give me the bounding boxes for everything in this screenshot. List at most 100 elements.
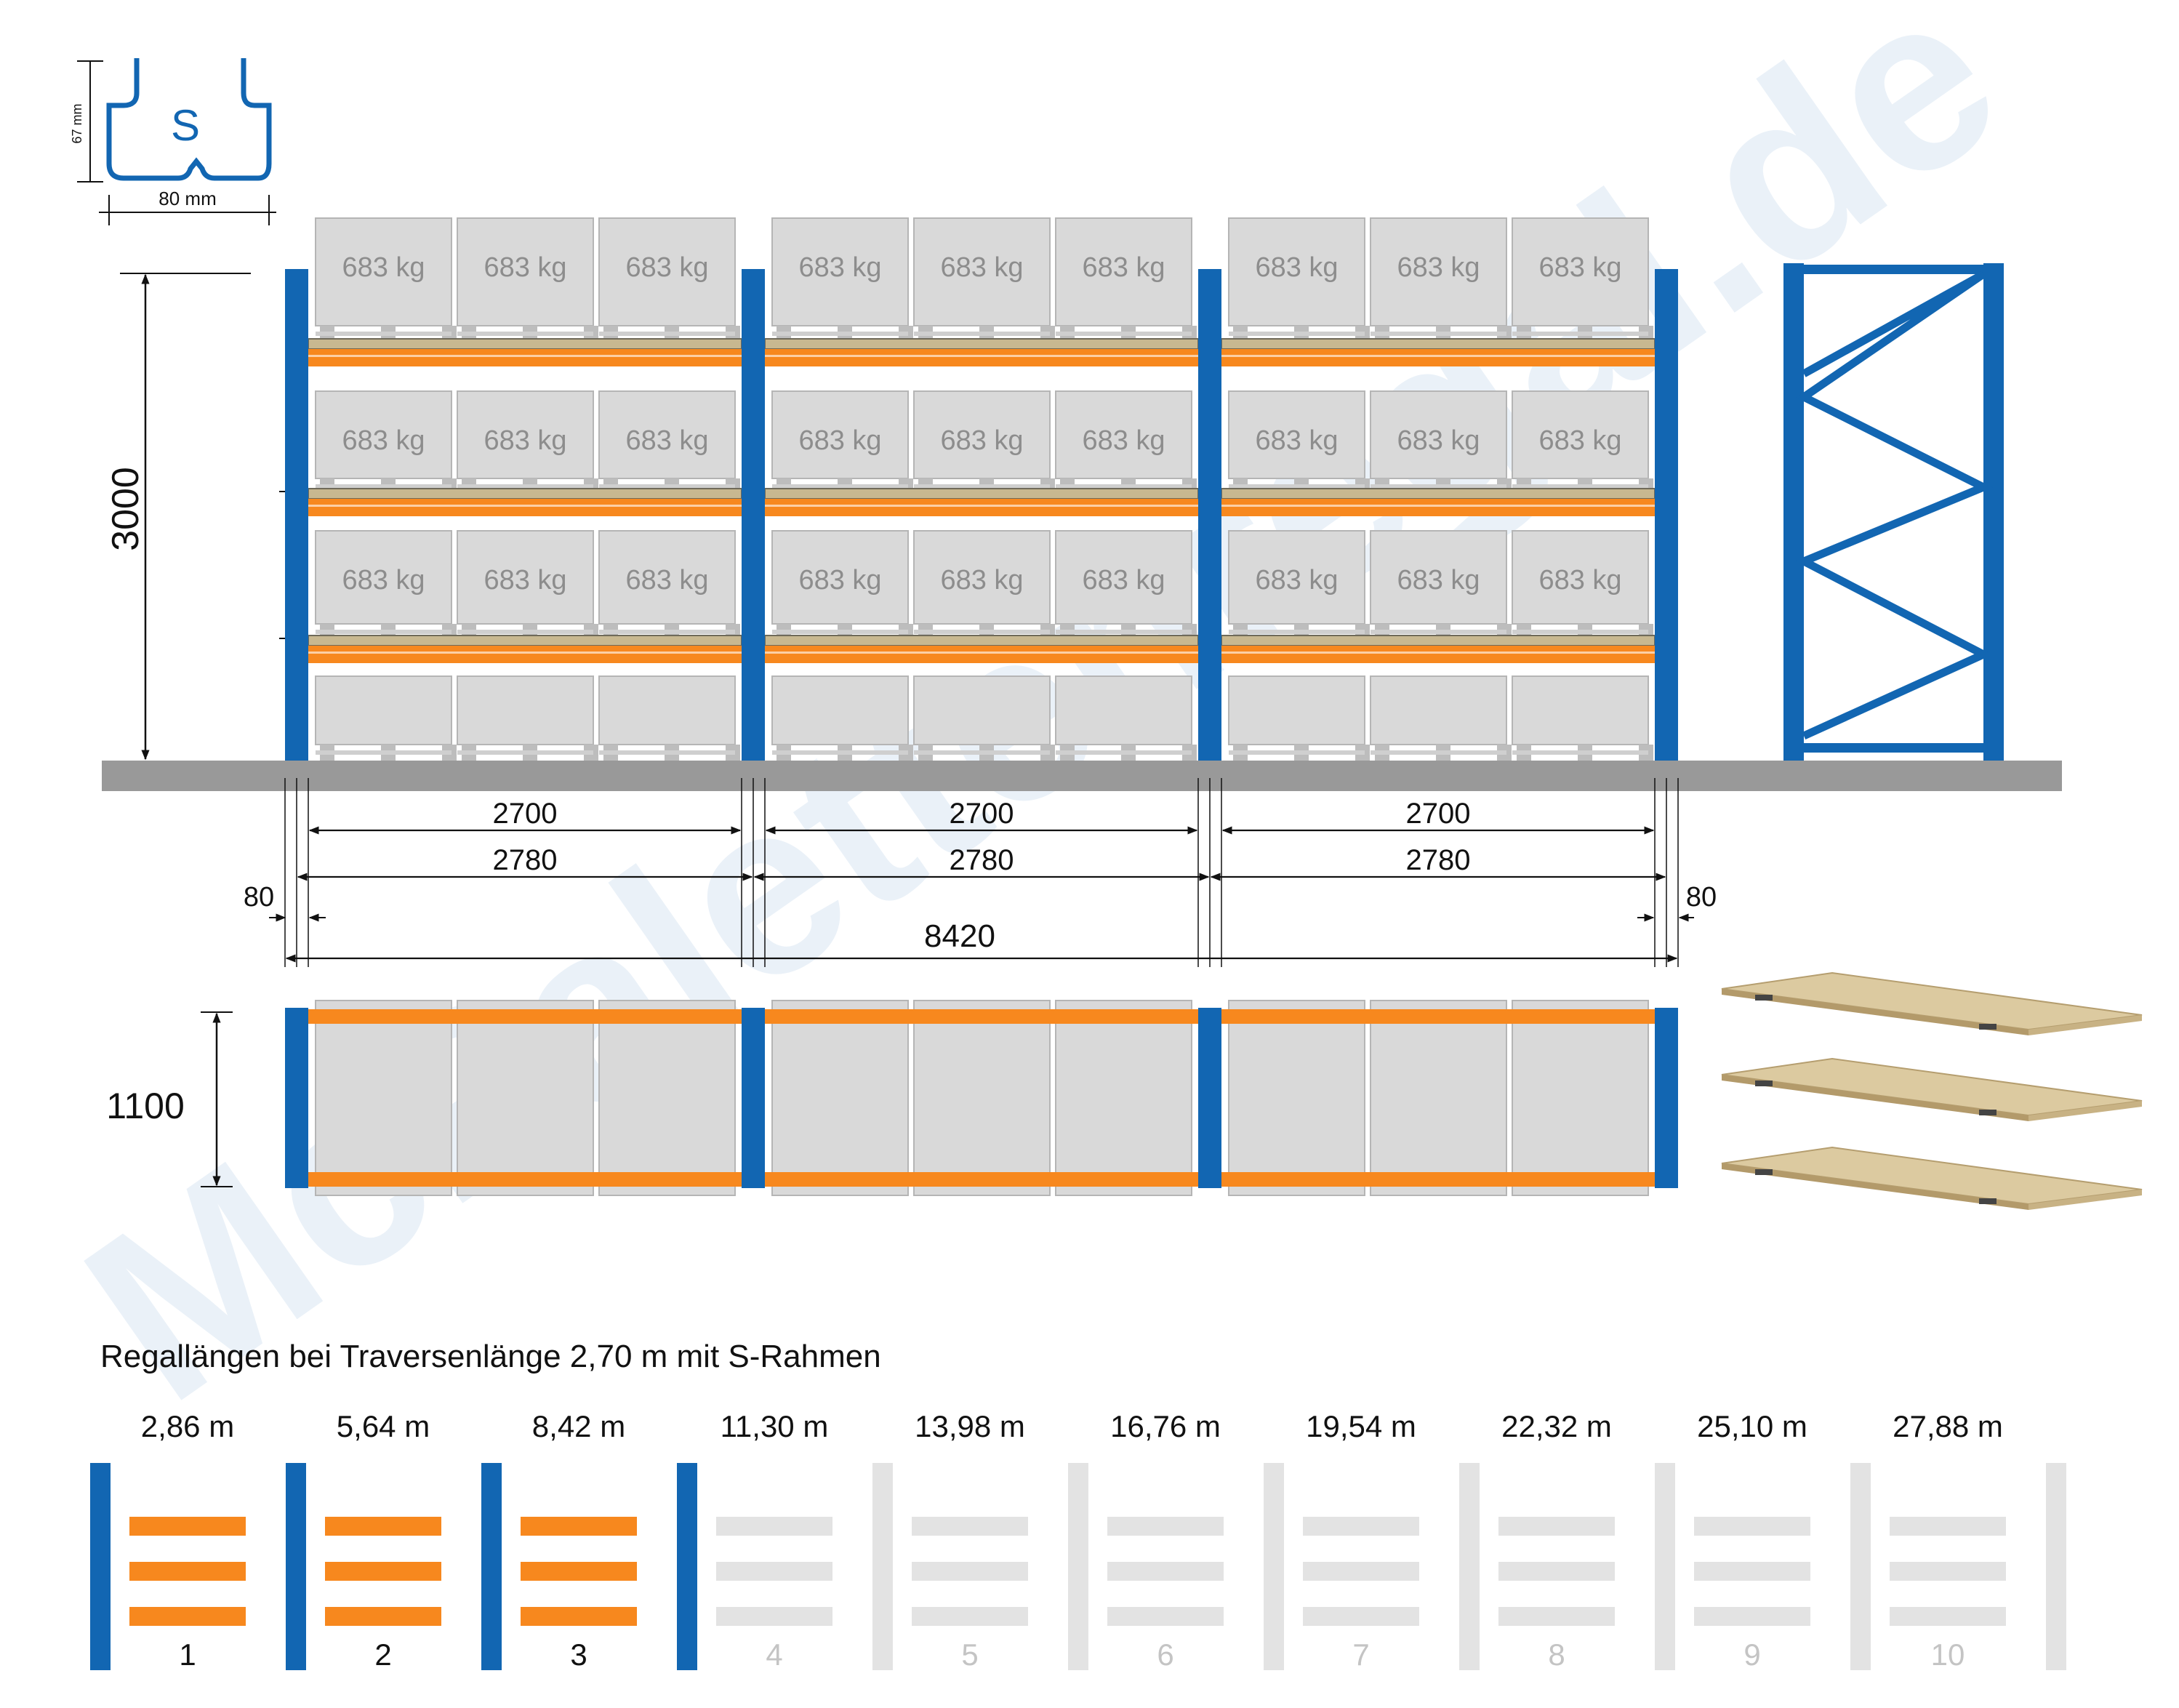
pallet-base <box>772 484 908 489</box>
load-label: 683 kg <box>798 252 881 283</box>
pallet-box <box>598 217 736 326</box>
length-beam <box>521 1517 637 1536</box>
shelf-deck <box>1221 338 1656 350</box>
length-upright-6 <box>1068 1463 1088 1670</box>
pallet-top <box>1512 1000 1649 1196</box>
shelf-deck <box>764 488 1199 500</box>
length-value-10: 27,88 m <box>1893 1409 2003 1443</box>
pallet-box <box>457 675 594 745</box>
pallet-base <box>1371 484 1506 489</box>
beam <box>308 349 742 366</box>
length-beam <box>129 1607 246 1626</box>
beam-highlight <box>765 355 1198 357</box>
length-number-1: 1 <box>179 1637 196 1672</box>
height-dimension: 3000 <box>105 273 251 761</box>
pallet-base <box>1371 332 1506 336</box>
beam <box>308 646 742 663</box>
upright-3 <box>1198 269 1221 761</box>
load-label: 683 kg <box>940 252 1023 283</box>
pallet-top <box>771 1000 909 1196</box>
length-beam <box>521 1562 637 1581</box>
pallet-box <box>913 530 1051 625</box>
beam-front <box>765 1009 1198 1024</box>
pallet-box <box>1055 675 1192 745</box>
load-label: 683 kg <box>342 252 425 283</box>
load-label: 683 kg <box>940 425 1023 456</box>
pallet-box <box>315 675 452 745</box>
length-upright-3 <box>481 1463 502 1670</box>
front-view: 683 kg 683 kg 683 kg 683 kg 683 kg 683 kg 683 … <box>279 217 1678 761</box>
load-label: 683 kg <box>342 425 425 456</box>
length-beam <box>912 1607 1028 1626</box>
board-clip <box>1979 1198 1997 1204</box>
pallet-base <box>457 630 593 634</box>
pallet-box <box>771 217 909 326</box>
load-label: 683 kg <box>342 565 425 596</box>
length-beam <box>1498 1607 1615 1626</box>
length-beam <box>325 1607 441 1626</box>
length-number-2: 2 <box>374 1637 391 1672</box>
pallet-base <box>599 332 735 336</box>
length-upright-end-active <box>677 1463 697 1670</box>
pallet-base <box>1229 332 1365 336</box>
board-clip <box>1755 1169 1773 1175</box>
pallet-base <box>914 332 1050 336</box>
length-upright-7 <box>1264 1463 1284 1670</box>
pallet-base <box>1056 750 1192 755</box>
board-edge <box>2028 1101 2142 1121</box>
length-beam <box>1107 1517 1224 1536</box>
load-label: 683 kg <box>1082 565 1165 596</box>
pallet-box <box>1228 675 1365 745</box>
pallet-top <box>1055 1000 1192 1196</box>
board-edge <box>2028 1190 2142 1210</box>
pallet-box <box>913 675 1051 745</box>
load-label: 683 kg <box>1538 425 1621 456</box>
length-beam <box>325 1562 441 1581</box>
length-upright-5 <box>872 1463 893 1670</box>
pallet-box <box>1512 390 1649 479</box>
pallet-base <box>316 484 452 489</box>
length-beam <box>716 1562 832 1581</box>
pallet-base <box>772 750 908 755</box>
pallet-base <box>772 332 908 336</box>
upright-top-3 <box>1198 1008 1221 1188</box>
pallet-base <box>457 484 593 489</box>
length-beam <box>325 1517 441 1536</box>
load-label: 683 kg <box>625 565 708 596</box>
pallet-box <box>771 675 909 745</box>
beam-highlight <box>1221 505 1655 507</box>
pallet-base <box>1056 484 1192 489</box>
length-upright-2 <box>286 1463 306 1670</box>
load-label: 683 kg <box>625 425 708 456</box>
pallet-base <box>1512 484 1648 489</box>
pallet-base <box>914 484 1050 489</box>
length-value-9: 25,10 m <box>1697 1409 1807 1443</box>
load-label: 683 kg <box>1397 565 1480 596</box>
pallet-base <box>1229 750 1365 755</box>
beam-front <box>1221 1009 1655 1024</box>
shelf-board <box>1721 971 2143 1035</box>
pallet-top <box>1370 1000 1507 1196</box>
beam-rear <box>765 1172 1198 1187</box>
length-number-7: 7 <box>1352 1637 1369 1672</box>
pallet-base <box>772 630 908 634</box>
pallet-box <box>1370 390 1507 479</box>
pallet-base <box>914 630 1050 634</box>
beam-highlight <box>1221 651 1655 654</box>
length-number-6: 6 <box>1157 1637 1173 1672</box>
beam-highlight <box>308 355 742 357</box>
length-beam <box>1694 1562 1810 1581</box>
profile-width-label: 80 mm <box>158 188 216 209</box>
shelf-boards <box>1721 971 2143 1210</box>
pallet-box <box>913 390 1051 479</box>
floor <box>102 761 2062 791</box>
pallet-box <box>598 675 736 745</box>
bay-length-label: 2780 <box>950 844 1014 876</box>
upright-width-left: 80 <box>244 882 274 913</box>
pallet-base <box>599 630 735 634</box>
load-label: 683 kg <box>940 565 1023 596</box>
length-value-1: 2,86 m <box>141 1409 234 1443</box>
